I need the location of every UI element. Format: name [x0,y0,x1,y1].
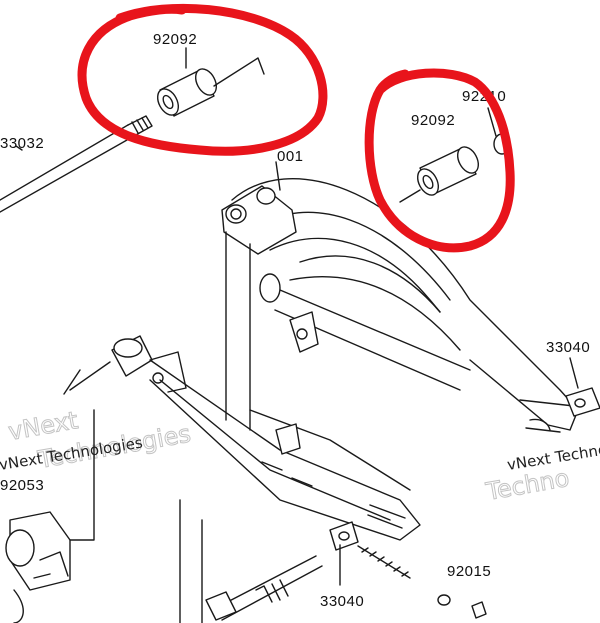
chain-adjuster-right [565,357,600,417]
arrow-92092-left [213,57,265,87]
part-label-33040-lower: 33040 [320,593,364,610]
leader-33032 [15,145,23,151]
bushing-part-left [156,68,218,117]
swing-arm-frame [63,178,579,541]
part-label-001: 001 [277,148,304,165]
part-label-92092-left: 92092 [153,31,197,48]
clamp-92053 [5,409,95,623]
part-label-92053: 92053 [0,477,44,494]
part-label-92092-right: 92092 [411,112,455,129]
highlight-circle-right [364,68,515,253]
part-label-33040-right: 33040 [546,339,590,356]
leader-92092-right [399,189,421,203]
highlight-circle-left [77,3,328,156]
part-label-92015: 92015 [447,563,491,580]
part-label-33032: 33032 [0,135,44,152]
pivot-shaft [0,115,153,213]
leader-001 [275,161,281,191]
adjuster-bolt-assembly [179,499,487,623]
bushing-part-right [416,146,480,196]
